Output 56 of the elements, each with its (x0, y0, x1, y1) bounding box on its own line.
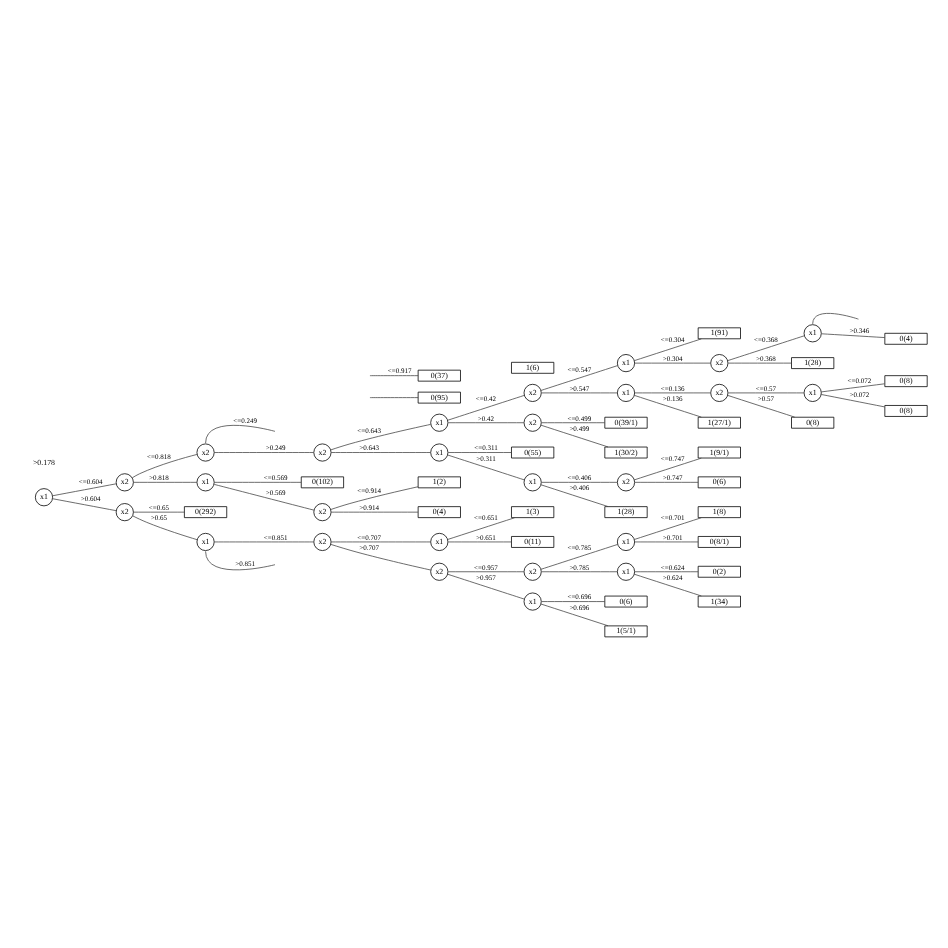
connector (329, 485, 418, 509)
connector (540, 600, 605, 601)
connector (446, 453, 524, 480)
connector (329, 543, 431, 570)
connector (204, 549, 275, 570)
connector (633, 361, 710, 363)
connector (212, 480, 301, 482)
connector (633, 391, 710, 393)
connector (726, 334, 804, 361)
connector (132, 480, 197, 482)
connector (726, 361, 791, 363)
connector (368, 396, 418, 397)
connector (446, 570, 524, 572)
connector (540, 421, 605, 423)
connector (446, 572, 524, 599)
connector (212, 540, 314, 542)
connector (539, 483, 608, 506)
connector (329, 510, 418, 512)
connector (632, 393, 701, 417)
connector (539, 423, 608, 447)
connector (540, 480, 617, 482)
connector (446, 540, 511, 542)
connector (329, 423, 431, 450)
connector (329, 451, 430, 452)
connector (131, 514, 197, 540)
connector (132, 510, 184, 512)
connector (539, 602, 608, 626)
connector (819, 393, 884, 407)
connector (130, 453, 197, 478)
connector (446, 451, 511, 452)
connector (329, 540, 430, 542)
connector (540, 570, 617, 572)
connector (632, 572, 701, 596)
connector (726, 393, 795, 417)
connector (632, 456, 701, 480)
connector (726, 391, 804, 393)
connector (633, 570, 698, 572)
connector (212, 483, 314, 510)
connector (51, 497, 116, 511)
connector (633, 540, 698, 542)
connector (539, 543, 617, 569)
connector (632, 337, 701, 361)
connector (368, 374, 418, 376)
connector (820, 332, 885, 337)
connector (540, 391, 617, 393)
connector (446, 516, 515, 539)
connector (811, 312, 858, 324)
connector (539, 364, 617, 390)
connector (51, 482, 116, 496)
connector (819, 382, 884, 392)
connector (212, 451, 314, 452)
connector (633, 480, 698, 482)
connector (446, 394, 524, 420)
connector (446, 421, 524, 423)
connector (632, 516, 701, 539)
connector (204, 424, 275, 443)
